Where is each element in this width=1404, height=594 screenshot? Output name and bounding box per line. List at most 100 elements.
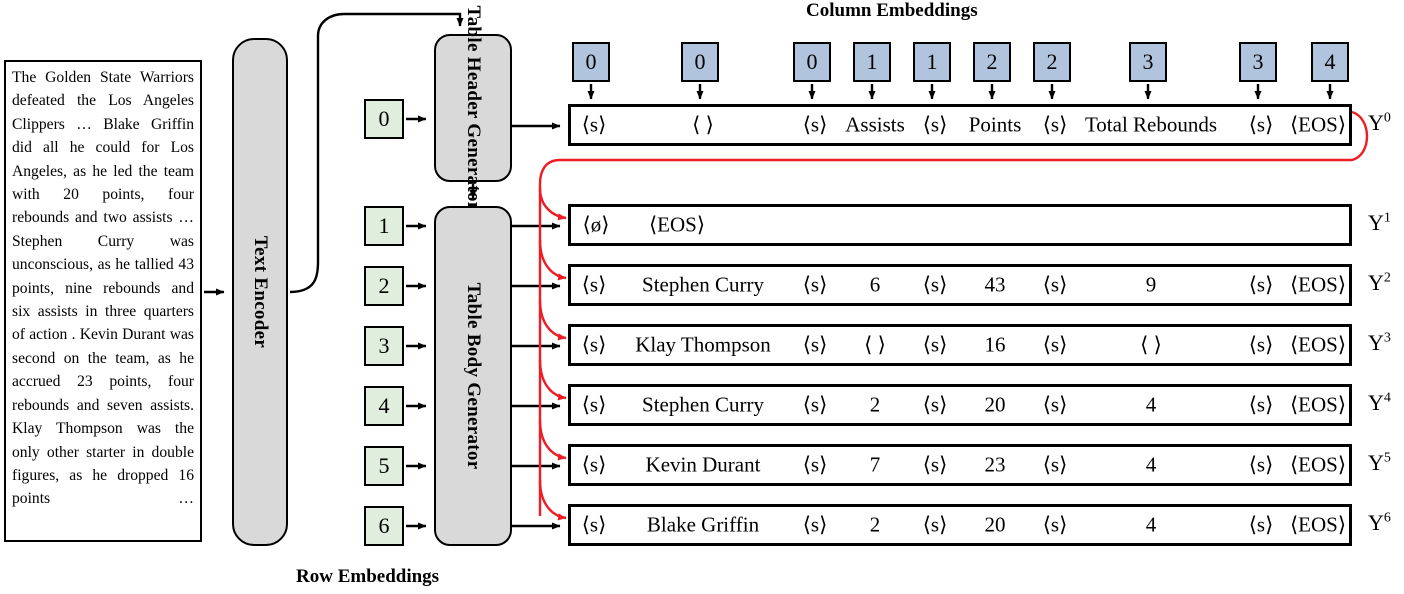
output-label-base: Y [1368,210,1384,235]
source-text-panel: The Golden State Warriors defeated the L… [4,60,202,542]
row-embedding-4[interactable]: 4 [364,386,404,426]
sequence-row-5: ⟨s⟩ Kevin Durant ⟨s⟩ 7 ⟨s⟩ 23 ⟨s⟩ 4 ⟨s⟩ … [568,444,1352,486]
token: ⟨s⟩ [802,332,828,357]
output-label-base: Y [1368,330,1384,355]
row-embedding-0[interactable]: 0 [364,99,404,139]
column-embedding-4[interactable]: 1 [913,42,951,82]
token: ⟨s⟩ [922,392,948,417]
output-label-index: 1 [1383,210,1391,226]
token: 20 [984,512,1006,537]
sequence-row-2: ⟨s⟩ Stephen Curry ⟨s⟩ 6 ⟨s⟩ 43 ⟨s⟩ 9 ⟨s⟩… [568,264,1352,306]
token: Assists [845,112,905,137]
token: ⟨ø⟩ [582,212,610,237]
sequence-row-4: ⟨s⟩ Stephen Curry ⟨s⟩ 2 ⟨s⟩ 20 ⟨s⟩ 4 ⟨s⟩… [568,384,1352,426]
token: ⟨s⟩ [802,392,828,417]
token: Points [968,112,1022,137]
token: 2 [869,392,881,417]
column-embedding-5[interactable]: 2 [973,42,1011,82]
output-label-base: Y [1368,270,1384,295]
token: ⟨EOS⟩ [1289,112,1347,137]
sequence-row-1: ⟨ø⟩ ⟨EOS⟩ [568,204,1352,246]
token: ⟨s⟩ [802,512,828,537]
token: ⟨s⟩ [1042,392,1068,417]
token: 2 [869,512,881,537]
token: 23 [984,452,1006,477]
table-body-generator-module: Table Body Generator [434,206,512,546]
token: ⟨s⟩ [1248,112,1274,137]
output-label-y4: Y4 [1368,390,1391,416]
output-label-index: 5 [1383,450,1391,466]
token: ⟨s⟩ [1248,512,1274,537]
token: ⟨s⟩ [581,272,607,297]
sequence-row-0: ⟨s⟩ ⟨ ⟩ ⟨s⟩ Assists ⟨s⟩ Points ⟨s⟩ Total… [568,104,1352,146]
token: ⟨s⟩ [1042,332,1068,357]
output-label-base: Y [1368,450,1384,475]
row-embeddings-title: Row Embeddings [296,566,440,587]
column-embedding-1[interactable]: 0 [681,42,719,82]
table-header-generator-module: Table Header Generator [434,5,512,211]
token: ⟨EOS⟩ [648,212,706,237]
row-embedding-1[interactable]: 1 [364,206,404,246]
output-label-y3: Y3 [1368,330,1391,356]
output-label-index: 4 [1383,390,1391,406]
token: ⟨s⟩ [922,112,948,137]
token: ⟨s⟩ [1042,512,1068,537]
output-label-y2: Y2 [1368,270,1391,296]
token: Stephen Curry [642,392,764,417]
token: ⟨EOS⟩ [1289,512,1347,537]
column-embedding-3[interactable]: 1 [853,42,891,82]
output-label-y6: Y6 [1368,510,1391,536]
token: ⟨s⟩ [802,452,828,477]
token: ⟨s⟩ [922,272,948,297]
output-label-index: 6 [1383,510,1391,526]
token: ⟨s⟩ [802,272,828,297]
column-embedding-0[interactable]: 0 [572,42,610,82]
column-embedding-2[interactable]: 0 [793,42,831,82]
output-label-y0: Y0 [1368,110,1391,136]
column-embedding-7[interactable]: 3 [1129,42,1167,82]
row-embedding-3[interactable]: 3 [364,326,404,366]
column-embeddings-title: Column Embeddings [806,0,978,21]
token: ⟨s⟩ [1248,452,1274,477]
token: ⟨s⟩ [922,452,948,477]
token: Kevin Durant [645,452,761,477]
sequence-row-3: ⟨s⟩ Klay Thompson ⟨s⟩ ⟨ ⟩ ⟨s⟩ 16 ⟨s⟩ ⟨ ⟩… [568,324,1352,366]
token: ⟨EOS⟩ [1289,272,1347,297]
output-label-index: 3 [1383,330,1391,346]
output-label-y1: Y1 [1368,210,1391,236]
token: ⟨s⟩ [802,112,828,137]
output-label-index: 0 [1383,110,1391,126]
output-label-base: Y [1368,390,1384,415]
token: ⟨EOS⟩ [1289,392,1347,417]
token: Stephen Curry [642,272,764,297]
token: ⟨s⟩ [581,392,607,417]
token: ⟨ ⟩ [692,112,714,137]
token: 43 [984,272,1006,297]
token: ⟨ ⟩ [864,332,886,357]
row-embedding-5[interactable]: 5 [364,446,404,486]
token: 20 [984,392,1006,417]
column-embedding-9[interactable]: 4 [1311,42,1349,82]
token: ⟨s⟩ [1248,272,1274,297]
token: ⟨s⟩ [1042,272,1068,297]
text-encoder-module: Text Encoder [232,38,288,546]
row-embedding-2[interactable]: 2 [364,266,404,306]
table-header-generator-label: Table Header Generator [463,5,484,211]
output-label-y5: Y5 [1368,450,1391,476]
token: ⟨s⟩ [581,452,607,477]
token: ⟨s⟩ [1248,392,1274,417]
token: ⟨s⟩ [581,512,607,537]
token: ⟨s⟩ [581,332,607,357]
token: 6 [869,272,881,297]
text-encoder-label: Text Encoder [250,235,271,349]
token: ⟨s⟩ [922,332,948,357]
token: 9 [1145,272,1157,297]
row-embedding-6[interactable]: 6 [364,506,404,546]
column-embedding-8[interactable]: 3 [1239,42,1277,82]
token: 4 [1145,392,1157,417]
token: ⟨ ⟩ [1140,332,1162,357]
token: Klay Thompson [635,332,771,357]
token: 4 [1145,512,1157,537]
column-embedding-6[interactable]: 2 [1033,42,1071,82]
